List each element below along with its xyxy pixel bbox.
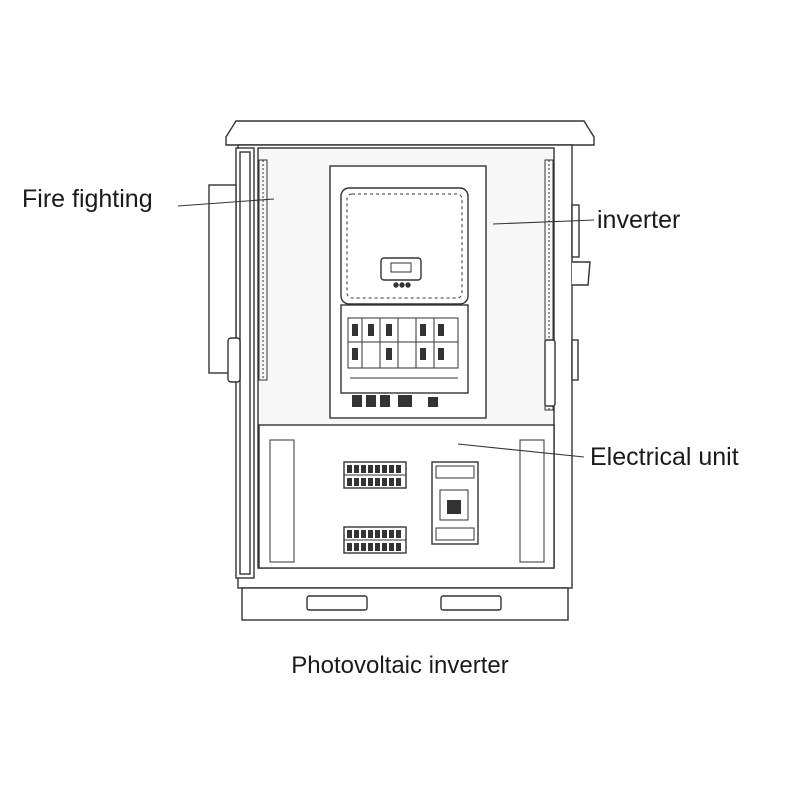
cabinet-base <box>241 587 569 621</box>
base-slot-left <box>306 595 368 611</box>
leader-fire-fighting <box>177 198 275 207</box>
base-slot-right <box>440 595 502 611</box>
inverter-display <box>380 257 422 281</box>
electrical-left-bracket <box>269 439 295 563</box>
label-electrical-unit: Electrical unit <box>590 443 739 471</box>
inverter-housing <box>340 187 469 305</box>
left-hinge-top <box>227 337 241 383</box>
label-inverter: inverter <box>597 206 681 234</box>
cabinet-roof <box>225 120 595 146</box>
terminal-details <box>347 465 401 551</box>
right-hinge-2 <box>571 339 579 381</box>
right-hinge <box>544 339 556 407</box>
inverter-inner <box>346 193 463 299</box>
right-vent <box>571 204 580 258</box>
label-fire-fighting: Fire fighting <box>22 185 153 213</box>
leader-inverter <box>492 219 595 225</box>
leader-electrical-unit <box>457 443 585 458</box>
right-hook <box>572 261 591 286</box>
figure-caption: Photovoltaic inverter <box>291 652 509 679</box>
electrical-right-bracket <box>519 439 545 563</box>
